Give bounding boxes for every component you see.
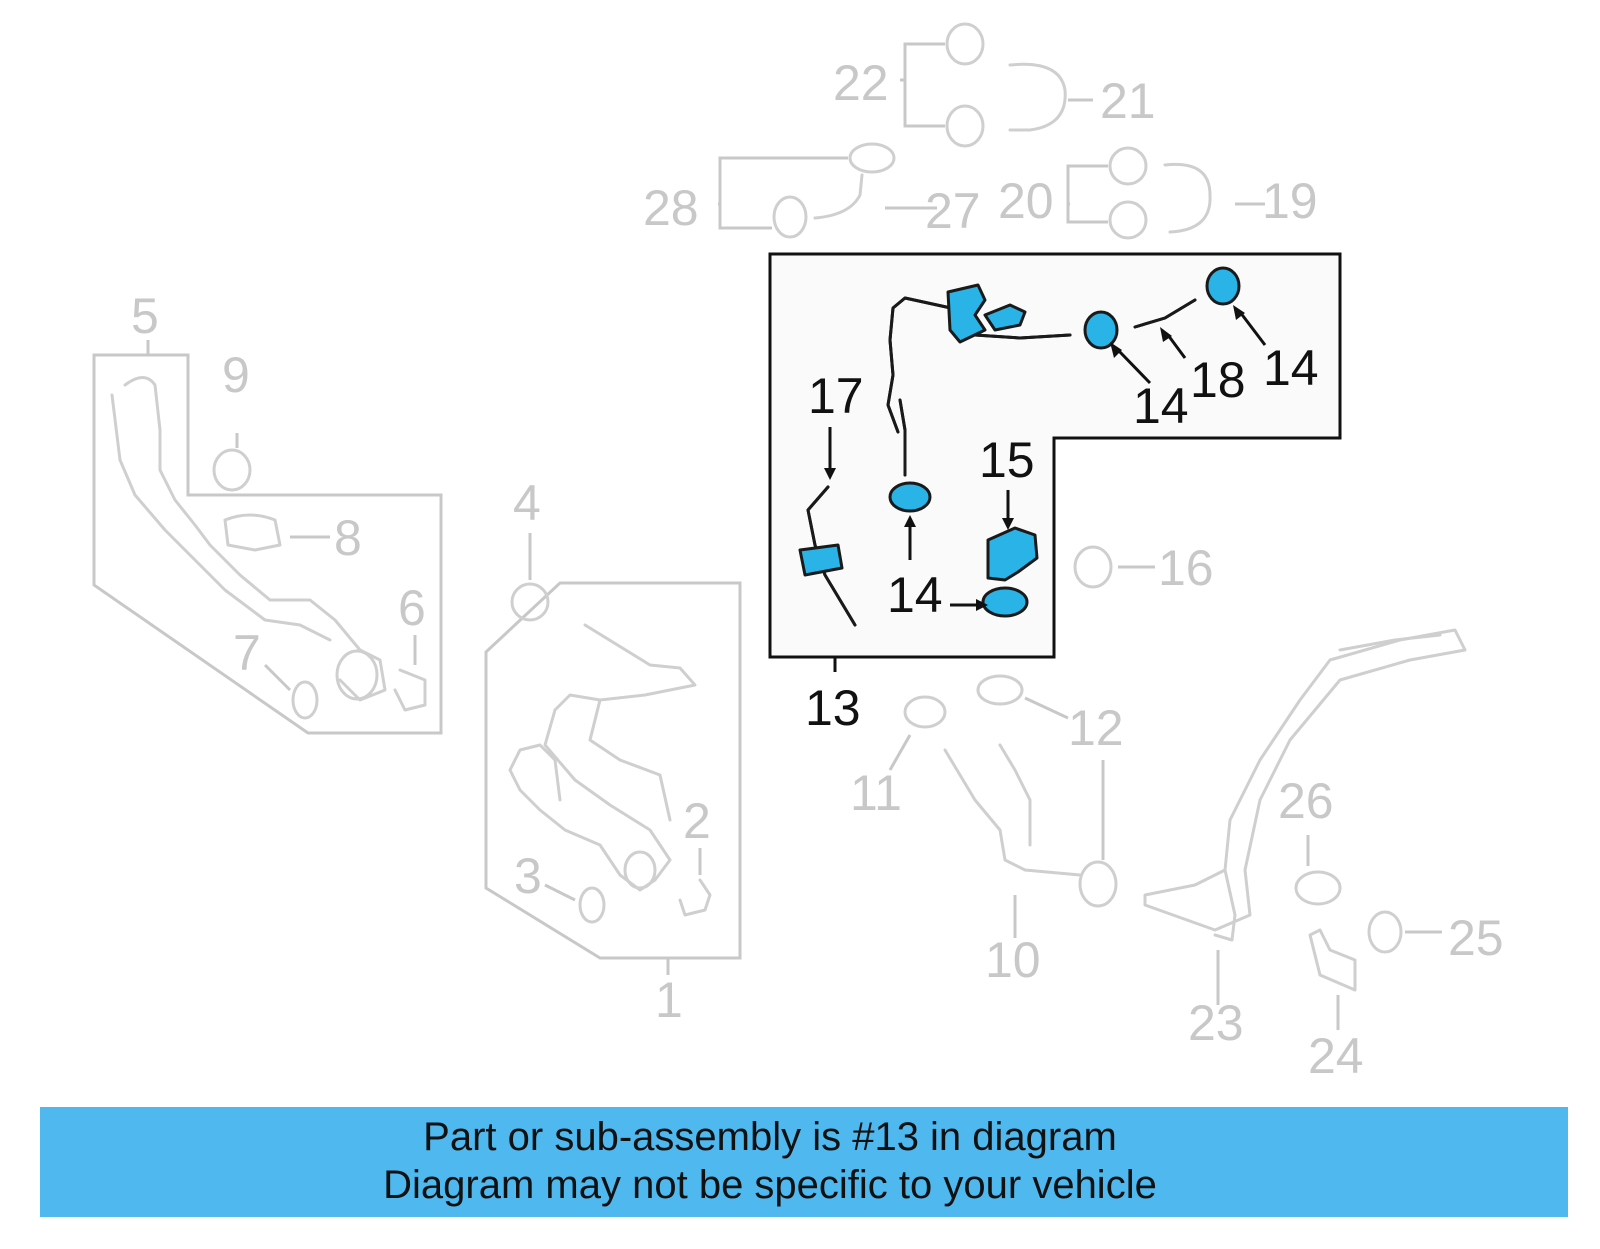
banner-line-1: Part or sub-assembly is #13 in diagram <box>423 1115 1117 1159</box>
callout-14-a: 14 <box>1133 378 1189 434</box>
callout-5: 5 <box>131 288 159 344</box>
callout-19: 19 <box>1262 173 1318 229</box>
callout-11: 11 <box>850 765 902 821</box>
callout-10: 10 <box>985 932 1041 988</box>
callout-7: 7 <box>233 625 261 681</box>
grey-clamps <box>212 22 1403 954</box>
group-5-assembly <box>92 340 443 735</box>
callout-24: 24 <box>1308 1028 1364 1084</box>
callout-9: 9 <box>222 347 250 403</box>
info-banner: Part or sub-assembly is #13 in diagram D… <box>40 1107 1568 1217</box>
callout-27: 27 <box>925 183 981 239</box>
callout-4: 4 <box>513 475 541 531</box>
grey-leaders <box>235 42 1442 1030</box>
callout-18: 18 <box>1190 352 1246 408</box>
banner-line-2: Diagram may not be specific to your vehi… <box>383 1163 1157 1207</box>
callout-25: 25 <box>1448 910 1504 966</box>
callout-16: 16 <box>1158 540 1214 596</box>
callout-1: 1 <box>655 972 683 1028</box>
callout-14-b: 14 <box>1263 340 1319 396</box>
callout-6: 6 <box>398 580 426 636</box>
callout-21: 21 <box>1100 73 1156 129</box>
callout-12: 12 <box>1068 700 1124 756</box>
callout-28: 28 <box>643 180 699 236</box>
callout-22: 22 <box>833 55 889 111</box>
callout-20: 20 <box>998 173 1054 229</box>
group-13-assembly <box>768 252 1342 672</box>
callout-17: 17 <box>808 368 864 424</box>
callout-23: 23 <box>1188 995 1244 1051</box>
callout-labels: 1 2 3 4 5 6 7 8 9 10 11 12 13 14 14 14 1… <box>131 55 1504 1084</box>
callout-14-c: 14 <box>887 567 943 623</box>
callout-13: 13 <box>805 680 861 736</box>
callout-15: 15 <box>979 432 1035 488</box>
callout-2: 2 <box>683 793 711 849</box>
grey-hoses <box>813 62 1467 992</box>
callout-8: 8 <box>334 510 362 566</box>
callout-26: 26 <box>1278 773 1334 829</box>
group-1-assembly <box>484 581 742 975</box>
callout-3: 3 <box>514 848 542 904</box>
